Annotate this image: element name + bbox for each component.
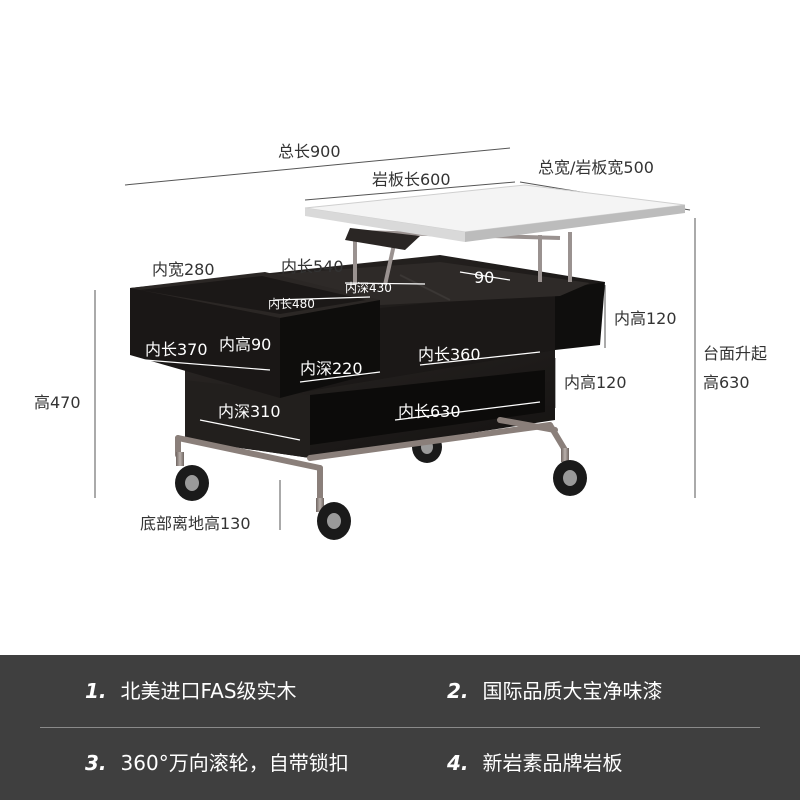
feature-item-3: 3. 360°万向滚轮，自带锁扣 bbox=[85, 753, 349, 773]
inner-depth-310-label: 内深310 bbox=[218, 402, 281, 421]
inner-length-360-label: 内长360 bbox=[418, 345, 481, 364]
annotation-lines bbox=[144, 271, 541, 441]
total-width-label: 总宽/岩板宽500 bbox=[538, 158, 654, 177]
front-casters bbox=[175, 448, 587, 540]
lift-height-label: 高630 bbox=[703, 373, 750, 392]
coffee-table-illustration bbox=[94, 147, 696, 540]
lift-bracket bbox=[345, 228, 420, 250]
feature-number: 4. bbox=[447, 751, 469, 775]
feature-item-4: 4. 新岩素品牌岩板 bbox=[447, 753, 623, 773]
inner-length-630-label: 内长630 bbox=[398, 402, 461, 421]
feature-text: 国际品质大宝净味漆 bbox=[482, 679, 663, 703]
left-drawer bbox=[130, 272, 380, 398]
stone-slab bbox=[304, 184, 686, 242]
gap-90-label: 90 bbox=[474, 268, 495, 287]
feature-number: 1. bbox=[85, 679, 107, 703]
feature-number: 2. bbox=[447, 679, 469, 703]
slab-length-label: 岩板长600 bbox=[372, 170, 451, 189]
total-length-label: 总长900 bbox=[278, 142, 341, 161]
inner-length-480-label: 内长480 bbox=[268, 297, 315, 311]
feature-band: 1. 北美进口FAS级实木 2. 国际品质大宝净味漆 3. 360°万向滚轮，自带锁扣… bbox=[0, 655, 800, 800]
dimension-lines bbox=[94, 147, 696, 530]
inner-height-120-top-label: 内高120 bbox=[614, 309, 677, 328]
feature-text: 新岩素品牌岩板 bbox=[482, 751, 623, 775]
inner-depth-220-label: 内深220 bbox=[300, 359, 363, 378]
inner-length-540-label: 内长540 bbox=[281, 257, 344, 276]
feature-number: 3. bbox=[85, 751, 107, 775]
inner-length-370-label: 内长370 bbox=[145, 340, 208, 359]
inner-height-120-low-label: 内高120 bbox=[564, 373, 627, 392]
product-dimension-diagram: 总长900 岩板长600 总宽/岩板宽500 内宽280 内长540 内深430… bbox=[34, 142, 768, 540]
feature-item-1: 1. 北美进口FAS级实木 bbox=[85, 681, 297, 701]
lift-label: 台面升起 bbox=[703, 344, 768, 363]
feature-text: 360°万向滚轮，自带锁扣 bbox=[120, 751, 349, 775]
ground-clearance-label: 底部离地高130 bbox=[140, 514, 251, 533]
height-470-label: 高470 bbox=[34, 393, 81, 412]
inner-width-280-label: 内宽280 bbox=[152, 260, 215, 279]
feature-item-2: 2. 国际品质大宝净味漆 bbox=[447, 681, 663, 701]
feature-text: 北美进口FAS级实木 bbox=[120, 679, 297, 703]
feature-divider bbox=[40, 727, 760, 728]
inner-height-90-label: 内高90 bbox=[219, 335, 272, 354]
inner-depth-430-label: 内深430 bbox=[345, 281, 392, 295]
